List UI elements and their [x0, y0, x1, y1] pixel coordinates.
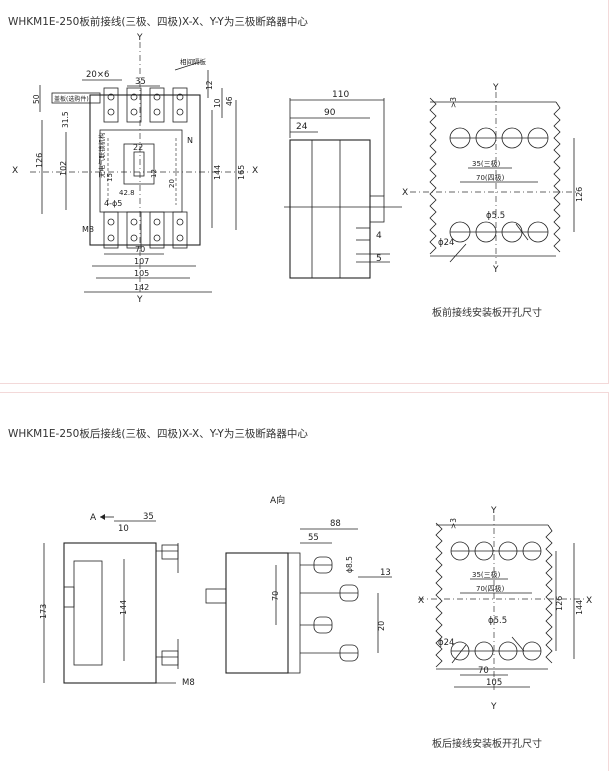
- dim-142: 142: [134, 283, 149, 292]
- dim-20-inner: 20: [168, 179, 176, 188]
- dim-90: 90: [324, 108, 336, 118]
- cutout-bottom-phi5-5: ϕ5.5: [488, 616, 507, 626]
- front-wiring-panel: WHKM1E-250板前接线(三极、四极)X-X、Y-Y为三极断路器中心 Y Y…: [0, 0, 609, 384]
- a-view-dim-88: 88: [330, 519, 341, 529]
- rear-dim-144: 144: [119, 600, 128, 615]
- front-cutout-template: Y Y X >3 35(三极) 70(四极) ϕ5.5 126 ϕ24 板前接线…: [402, 83, 584, 319]
- a-view-dim-13: 13: [380, 568, 391, 578]
- cutout-top-phi5-5: ϕ5.5: [486, 211, 505, 221]
- cutout-bottom-70b: 70: [478, 666, 489, 676]
- front-x-right-label: X: [252, 166, 258, 176]
- a-view-dim-phi8-5: ϕ8.5: [345, 556, 354, 573]
- cutout-top-70: 70(四极): [476, 173, 505, 182]
- dim-31-5: 31.5: [61, 111, 70, 128]
- dim-105-front: 105: [134, 269, 149, 278]
- front-cutout-caption: 板前接线安装板开孔尺寸: [432, 306, 542, 319]
- dim-42-8: 42.8: [119, 189, 135, 197]
- cutout-top-x: X: [402, 188, 408, 198]
- cutout-top-35: 35(三极): [472, 159, 501, 168]
- rear-side-arrow-label: A: [90, 513, 97, 523]
- front-y-bottom-label: Y: [136, 295, 143, 305]
- front-wiring-drawing: Y Y X X: [12, 33, 584, 319]
- a-view-title: A向: [270, 494, 285, 506]
- rear-dim-173: 173: [39, 604, 48, 619]
- label-cover-plate: 盖板(选购件): [54, 95, 89, 103]
- dim-165: 165: [237, 165, 246, 180]
- cutout-top-y-bottom: Y: [492, 265, 499, 275]
- dim-m8-top: M8: [82, 225, 94, 234]
- front-y-top-label: Y: [136, 33, 143, 43]
- operating-handle: [133, 151, 145, 177]
- dim-107: 107: [134, 257, 149, 266]
- cutout-bottom-70: 70(四极): [476, 584, 505, 593]
- dim-4-phi5: 4-ϕ5: [104, 199, 122, 208]
- dim-35-top: 35: [135, 77, 146, 87]
- breaker-body-outline: [89, 94, 201, 246]
- cutout-bottom-y-bottom: Y: [490, 702, 497, 712]
- label-n: N: [187, 136, 193, 145]
- rear-wiring-panel: WHKM1E-250板后接线(三极、四极)X-X、Y-Y为三极断路器中心 A 1…: [0, 392, 609, 771]
- rear-cutout-caption: 板后接线安装板开孔尺寸: [432, 737, 542, 750]
- rear-side-view: A 10 35 173 144 M8: [39, 512, 195, 688]
- dim-4-side: 4: [376, 231, 382, 241]
- rear-dim-35: 35: [143, 512, 154, 522]
- a-view: A向 88 55 ϕ8.5 13 70 20: [205, 494, 392, 674]
- a-view-dim-55: 55: [308, 533, 319, 543]
- cutout-bottom-x-left: X: [418, 596, 424, 606]
- dim-102: 102: [59, 161, 68, 176]
- cutout-top-phi24: ϕ24: [438, 238, 454, 248]
- dim-110: 110: [332, 90, 349, 100]
- dim-15: 15: [106, 173, 114, 182]
- rear-wiring-drawing: A 10 35 173 144 M8 A向: [39, 494, 592, 750]
- a-view-dim-70: 70: [271, 591, 280, 601]
- cutout-bottom-gt3: >3: [449, 518, 458, 529]
- rear-wiring-title: WHKM1E-250板后接线(三极、四极)X-X、Y-Y为三极断路器中心: [8, 428, 308, 440]
- dim-50: 50: [32, 94, 41, 104]
- dim-12-right: 12: [205, 80, 214, 90]
- cutout-top-126: 126: [575, 187, 584, 202]
- cutout-bottom-126: 126: [555, 596, 564, 611]
- handle-window: [123, 143, 155, 185]
- top-terminals: [103, 87, 188, 123]
- cutout-bottom-144: 144: [575, 600, 584, 615]
- front-view: Y Y X X: [12, 33, 258, 305]
- rear-cutout-template: Y Y X X >3 35(三极) 70(四极) ϕ5.5 126 144 ϕ2…: [418, 506, 592, 750]
- rear-handle: [63, 586, 75, 608]
- dim-20x6: 20×6: [86, 70, 109, 80]
- dim-24: 24: [296, 122, 308, 132]
- label-mech: 无电气联锁机构: [97, 132, 106, 178]
- a-view-body: [225, 552, 289, 674]
- dim-70-front: 70: [135, 245, 145, 254]
- dim-10-right: 10: [213, 98, 222, 108]
- front-wiring-title: WHKM1E-250板前接线(三极、四极)X-X、Y-Y为三极断路器中心: [8, 16, 308, 28]
- side-body-outline: [289, 139, 371, 279]
- side-view: 110 90 24 4 5: [284, 90, 402, 279]
- cutout-bottom-35: 35(三极): [472, 570, 501, 579]
- cutout-top-y-top: Y: [492, 83, 499, 93]
- rear-dim-m8: M8: [182, 678, 195, 688]
- dim-144: 144: [213, 165, 222, 180]
- cutout-bottom-x-right: X: [586, 596, 592, 606]
- a-view-dim-20: 20: [377, 621, 386, 631]
- rear-dim-10: 10: [118, 524, 129, 534]
- dim-22: 22: [133, 143, 143, 152]
- dim-126-left: 126: [35, 153, 44, 168]
- cutout-bottom-105: 105: [486, 678, 502, 688]
- dim-5-side: 5: [376, 254, 382, 264]
- rear-side-body: [63, 542, 157, 684]
- dim-46: 46: [225, 96, 234, 106]
- cutout-bottom-phi24: ϕ24: [438, 638, 454, 648]
- cutout-bottom-y-top: Y: [490, 506, 497, 516]
- label-phase-barrier: 相间隔板: [180, 57, 207, 66]
- front-x-left-label: X: [12, 166, 18, 176]
- bottom-terminals: [103, 211, 188, 249]
- cutout-top-gt3: >3: [449, 97, 458, 108]
- dim-12-inner: 12: [150, 169, 158, 178]
